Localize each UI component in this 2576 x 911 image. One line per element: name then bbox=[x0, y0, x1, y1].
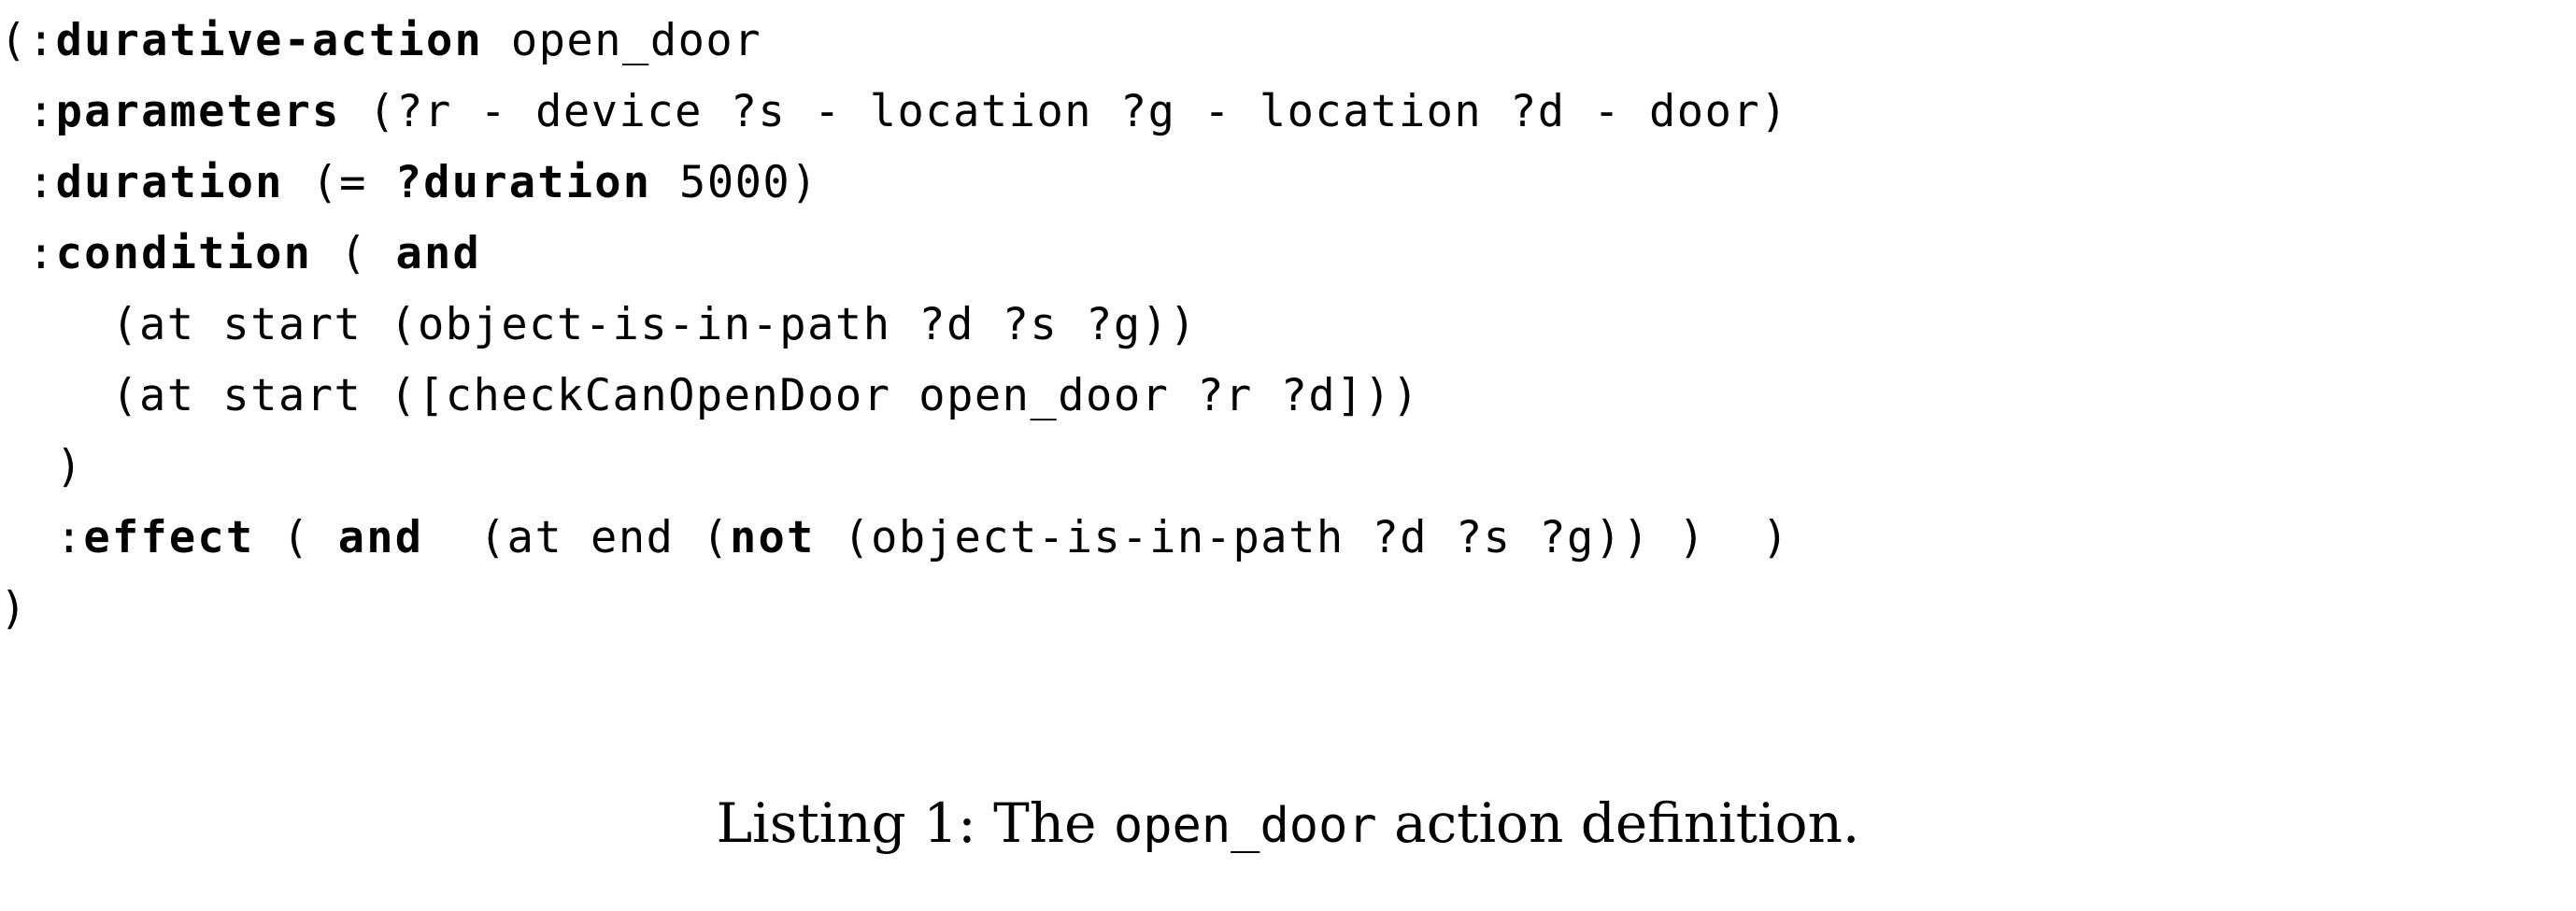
code-indent bbox=[0, 441, 56, 492]
code-text: open_door bbox=[483, 15, 762, 66]
code-keyword: condition bbox=[55, 228, 313, 279]
code-text: (at end ( bbox=[423, 512, 731, 563]
caption-suffix: action definition. bbox=[1376, 791, 1860, 855]
caption-prefix: Listing 1: The bbox=[716, 791, 1114, 855]
code-line: ) bbox=[0, 574, 2576, 645]
code-indent bbox=[0, 86, 28, 137]
code-keyword: and bbox=[337, 512, 424, 563]
code-indent bbox=[0, 299, 111, 350]
code-line: ) bbox=[0, 432, 2576, 503]
code-text: (object-is-in-path ?d ?s ?g)) ) ) bbox=[815, 512, 1790, 563]
code-keyword: effect bbox=[83, 512, 255, 563]
code-text: 5000) bbox=[651, 157, 819, 208]
code-line: :duration (= ?duration 5000) bbox=[0, 148, 2576, 219]
code-keyword: parameters bbox=[55, 86, 341, 137]
code-text: ) bbox=[0, 583, 28, 634]
code-text: : bbox=[27, 157, 56, 208]
code-indent bbox=[0, 512, 56, 563]
code-line: :condition ( and bbox=[0, 219, 2576, 290]
pddl-code-listing: (:durative-action open_door :parameters … bbox=[0, 6, 2576, 645]
code-text: ) bbox=[55, 441, 84, 492]
code-keyword: ?duration bbox=[394, 157, 652, 208]
code-keyword: durative-action bbox=[55, 15, 484, 66]
code-text: (?r - device ?s - location ?g - location… bbox=[340, 86, 1788, 137]
code-line: (:durative-action open_door bbox=[0, 6, 2576, 77]
code-text: (= bbox=[283, 157, 395, 208]
code-text: ( bbox=[312, 228, 396, 279]
code-line: :parameters (?r - device ?s - location ?… bbox=[0, 77, 2576, 148]
code-keyword: not bbox=[730, 512, 816, 563]
code-text: : bbox=[27, 86, 56, 137]
code-text: : bbox=[27, 228, 56, 279]
code-text: (at start (object-is-in-path ?d ?s ?g)) bbox=[111, 299, 1198, 350]
code-keyword: duration bbox=[55, 157, 284, 208]
code-text: ( bbox=[254, 512, 338, 563]
code-text: (: bbox=[0, 15, 56, 66]
code-line: :effect ( and (at end (not (object-is-in… bbox=[0, 503, 2576, 574]
code-text: : bbox=[55, 512, 84, 563]
code-indent bbox=[0, 370, 111, 421]
code-line: (at start (object-is-in-path ?d ?s ?g)) bbox=[0, 290, 2576, 361]
code-indent bbox=[0, 157, 28, 208]
code-text: (at start ([checkCanOpenDoor open_door ?… bbox=[111, 370, 1420, 421]
code-indent bbox=[0, 228, 28, 279]
code-line: (at start ([checkCanOpenDoor open_door ?… bbox=[0, 361, 2576, 432]
code-keyword: and bbox=[395, 228, 481, 279]
figure-caption: Listing 1: The open_door action definiti… bbox=[0, 790, 2576, 860]
caption-code-open-door: open_door bbox=[1113, 798, 1377, 854]
